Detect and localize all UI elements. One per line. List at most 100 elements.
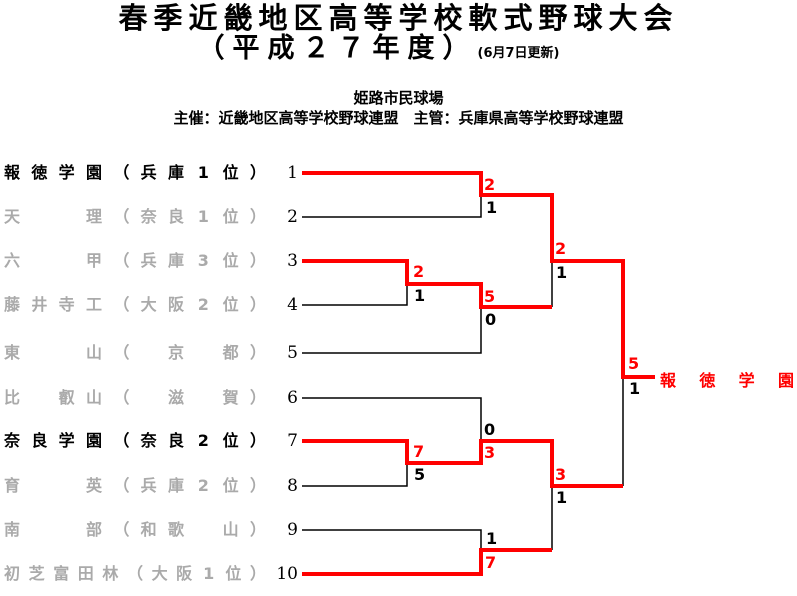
team-name-char: 叡 — [58, 388, 75, 407]
team-name-char: 初 — [4, 564, 21, 583]
team-name-char: （ — [113, 520, 130, 539]
team-name-char: ） — [249, 476, 266, 495]
score: 2 — [555, 239, 567, 258]
score: 1 — [414, 286, 426, 305]
team-name-char: 山 — [85, 388, 102, 407]
page-subtitle: （平成２７年度）(6月7日更新) — [0, 32, 777, 71]
team-name-char: 庫 — [167, 163, 184, 182]
team-name-char: 学 — [58, 163, 75, 182]
team-name-char: 理 — [85, 207, 102, 226]
score: 1 — [486, 198, 498, 217]
champion-char: 学 — [738, 371, 755, 390]
team-name-char: 徳 — [31, 163, 48, 182]
team-name-char: ） — [249, 207, 266, 226]
champion-char: 徳 — [699, 371, 716, 390]
champion-char: 園 — [777, 371, 794, 390]
team-name-char: 1 — [197, 163, 209, 182]
team-name-char: 2 — [197, 295, 209, 314]
organizers: 主催：近畿地区高等学校野球連盟 主管：兵庫県高等学校野球連盟 — [173, 109, 624, 127]
bracket-lines-win — [302, 171, 655, 576]
seed-number: 4 — [287, 295, 298, 315]
seed-number: 3 — [287, 251, 298, 271]
team-name-char: 兵 — [140, 476, 157, 495]
score: 3 — [484, 443, 496, 462]
team-name-char: 賀 — [222, 388, 239, 407]
team-name-char: ） — [249, 251, 266, 270]
team-name-char: 英 — [85, 476, 102, 495]
seed-number: 8 — [287, 476, 298, 496]
team-name-char: 学 — [58, 431, 75, 450]
team-name-char: ） — [249, 520, 266, 539]
team-name-char: 奈 — [140, 207, 157, 226]
team-name-char: 藤 — [4, 295, 21, 314]
team-name-char: 井 — [31, 295, 48, 314]
team-name-char: 天 — [4, 207, 21, 226]
team-name-char: （ — [113, 431, 130, 450]
team-name-char: 位 — [222, 163, 239, 182]
team-name-char: 位 — [222, 207, 239, 226]
team-name-char: 位 — [225, 564, 242, 583]
score: 2 — [484, 175, 496, 194]
team-name-char: 甲 — [85, 251, 102, 270]
score: 7 — [413, 442, 425, 461]
team-name-char: 3 — [197, 251, 209, 270]
score: 1 — [556, 488, 568, 507]
team-name-char: （ — [113, 388, 130, 407]
team-name-char: （ — [113, 251, 130, 270]
seed-number: 6 — [287, 388, 298, 408]
team-name-char: 1 — [197, 207, 209, 226]
updated-date: (6月7日更新) — [477, 46, 560, 61]
team-name-char: 和 — [140, 520, 157, 539]
team-name-char: 良 — [167, 431, 184, 450]
year-label: （平成２７年度） — [197, 33, 478, 64]
seed-number: 2 — [287, 207, 298, 227]
team-name-char: 庫 — [167, 251, 184, 270]
venue: 姫路市民球場 — [353, 89, 444, 107]
team-name-char: 富 — [53, 564, 70, 583]
team-name-char: ） — [249, 431, 266, 450]
team-name-char: 大 — [140, 295, 157, 314]
score: 5 — [628, 354, 640, 373]
team-name-char: 京 — [167, 343, 184, 362]
bracket-lines-lose — [302, 195, 624, 550]
team-name: 比叡山（滋賀） — [4, 388, 266, 408]
team-name-char: 位 — [222, 476, 239, 495]
score: 1 — [556, 263, 568, 282]
team-name-char: 位 — [222, 251, 239, 270]
seed-number: 7 — [287, 431, 298, 451]
team-name-char: 園 — [85, 163, 102, 182]
score: 1 — [629, 379, 641, 398]
team-name-char: ） — [249, 163, 266, 182]
team-name-char: （ — [113, 163, 130, 182]
team-name-char: 報 — [4, 163, 21, 182]
team-name-char: （ — [113, 476, 130, 495]
score: 1 — [486, 529, 498, 548]
team-name-char: 寺 — [58, 295, 75, 314]
team-name-char: 滋 — [167, 388, 184, 407]
score: 7 — [485, 553, 497, 572]
team-name-char: 良 — [31, 431, 48, 450]
team-name-char: 東 — [4, 343, 21, 362]
team-name-char: 阪 — [167, 295, 184, 314]
team-name-char: 都 — [222, 343, 239, 362]
team-name-char: 良 — [167, 207, 184, 226]
team-name-char: 部 — [85, 520, 102, 539]
seed-number: 9 — [287, 520, 298, 540]
team-name-char: 田 — [77, 564, 94, 583]
team-name-char: 位 — [222, 295, 239, 314]
team-name-char: 歌 — [167, 520, 184, 539]
team-name-char: ） — [249, 343, 266, 362]
team-name-char: 庫 — [167, 476, 184, 495]
team-name-char: 芝 — [28, 564, 45, 583]
team-name-char: ） — [249, 295, 266, 314]
score: 5 — [414, 465, 426, 484]
seed-number: 1 — [287, 163, 298, 183]
team-name-char: 2 — [197, 431, 209, 450]
team-name-char: 山 — [222, 520, 239, 539]
score: 2 — [413, 262, 425, 281]
